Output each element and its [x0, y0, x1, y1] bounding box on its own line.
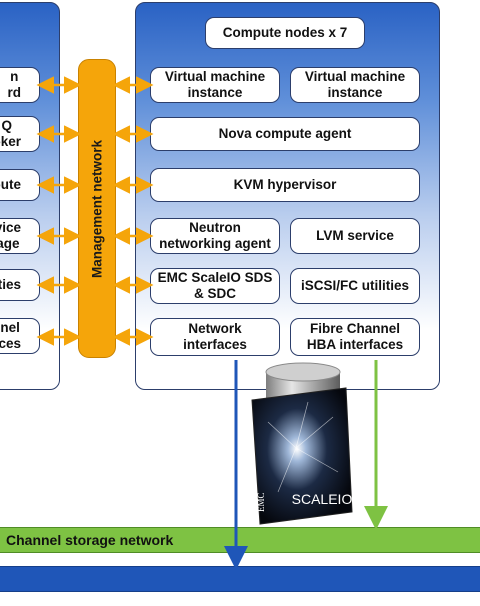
scaleio-storage-icon: SCALEIO EMC	[251, 362, 353, 525]
scaleio-sds-sdc-box: EMC ScaleIO SDS & SDC	[150, 268, 280, 304]
network-interfaces-box: Network interfaces	[150, 318, 280, 356]
scaleio-brand-text: SCALEIO	[292, 491, 353, 507]
bottom-network-band	[0, 566, 480, 592]
nova-compute-agent-box: Nova compute agent	[150, 117, 420, 151]
kvm-hypervisor-box: KVM hypervisor	[150, 168, 420, 202]
compute-nodes-title: Compute nodes x 7	[205, 17, 365, 49]
vm-instance-box-1: Virtual machine instance	[150, 67, 280, 103]
left-box-dashboard: n rd	[0, 67, 40, 103]
lvm-service-box: LVM service	[290, 218, 420, 254]
vm-instance-box-2: Virtual machine instance	[290, 67, 420, 103]
left-box-channel-interfaces: nnel aces	[0, 318, 40, 354]
storage-network-label: Channel storage network	[6, 532, 174, 548]
fibre-channel-hba-box: Fibre Channel HBA interfaces	[290, 318, 420, 356]
emc-brand-text: EMC	[256, 492, 266, 512]
management-network-bar: Management network	[78, 59, 116, 358]
left-box-service-storage: vice age	[0, 218, 40, 254]
iscsi-fc-utilities-box: iSCSI/FC utilities	[290, 268, 420, 304]
left-box-compute: pute	[0, 169, 40, 201]
neutron-networking-agent-box: Neutron networking agent	[150, 218, 280, 254]
